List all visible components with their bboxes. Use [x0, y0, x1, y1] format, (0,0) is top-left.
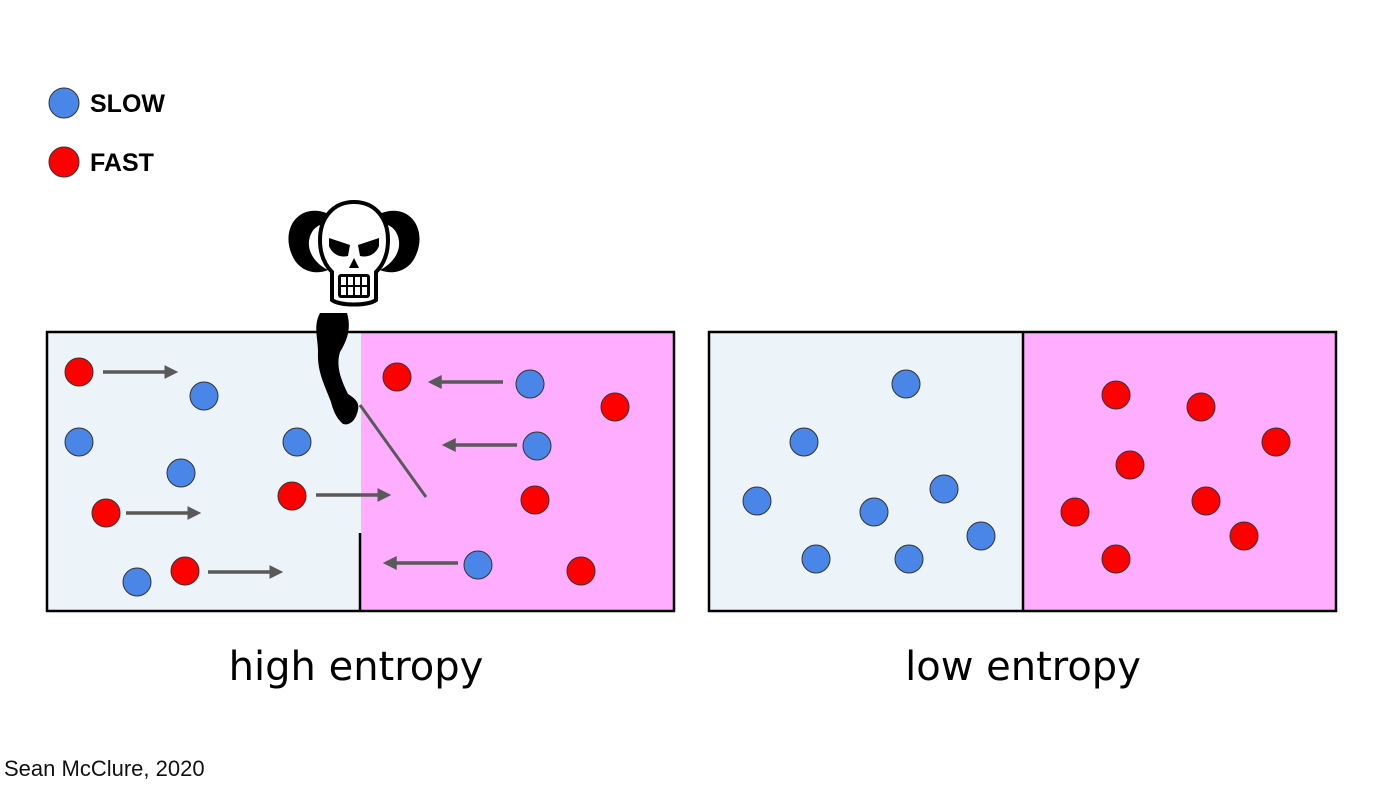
author-credit: Sean McClure, 2020 — [4, 756, 205, 781]
fast-molecule — [1102, 381, 1130, 409]
left-chamber — [47, 332, 361, 611]
fast-molecule — [92, 499, 120, 527]
fast-molecule — [1061, 498, 1089, 526]
slow-molecule — [167, 459, 195, 487]
fast-molecule — [65, 358, 93, 386]
fast-molecule — [1116, 451, 1144, 479]
slow-molecule — [790, 428, 818, 456]
left-chamber — [709, 332, 1023, 611]
slow-molecule — [65, 428, 93, 456]
panel-high-entropy: high entropy — [47, 202, 674, 690]
fast-molecule — [567, 557, 595, 585]
fast-molecule — [278, 482, 306, 510]
panel-low-entropy: low entropy — [709, 332, 1336, 690]
legend-fast-marker — [49, 147, 79, 177]
slow-molecule — [190, 382, 218, 410]
slow-molecule — [860, 498, 888, 526]
slow-molecule — [464, 551, 492, 579]
slow-molecule — [930, 475, 958, 503]
fast-molecule — [1192, 487, 1220, 515]
slow-molecule — [895, 545, 923, 573]
legend-fast-label: FAST — [90, 149, 154, 177]
fast-molecule — [1102, 545, 1130, 573]
slow-molecule — [523, 432, 551, 460]
fast-molecule — [171, 557, 199, 585]
legend-slow-label: SLOW — [90, 90, 165, 118]
legend-slow-marker — [49, 88, 79, 118]
slow-molecule — [283, 428, 311, 456]
slow-molecule — [743, 487, 771, 515]
fast-molecule — [1230, 522, 1258, 550]
slow-molecule — [516, 370, 544, 398]
caption-high-entropy: high entropy — [229, 644, 484, 690]
fast-molecule — [1262, 428, 1290, 456]
slow-molecule — [123, 568, 151, 596]
slow-molecule — [967, 522, 995, 550]
slow-molecule — [802, 545, 830, 573]
fast-molecule — [601, 393, 629, 421]
legend: SLOW FAST — [49, 88, 165, 177]
right-chamber — [1023, 332, 1336, 611]
fast-molecule — [1187, 393, 1215, 421]
fast-molecule — [521, 486, 549, 514]
fast-molecule — [383, 363, 411, 391]
slow-molecule — [892, 370, 920, 398]
caption-low-entropy: low entropy — [905, 644, 1141, 690]
horned-skull-demon-icon — [288, 202, 419, 305]
